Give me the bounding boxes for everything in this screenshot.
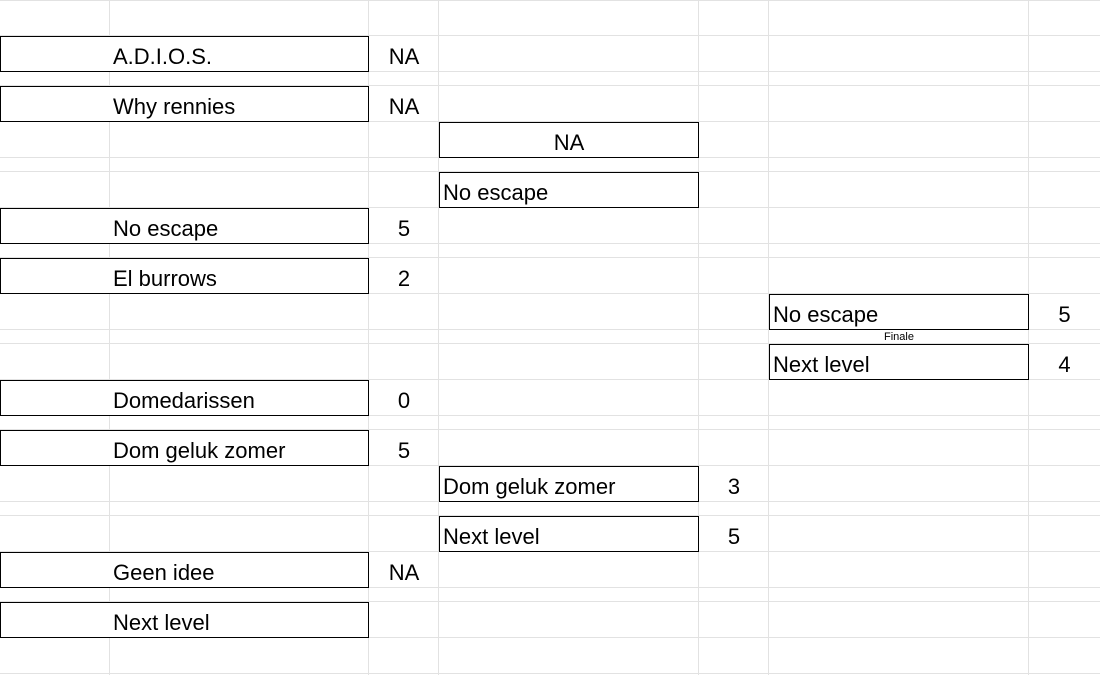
- grid-row-line-22: [0, 601, 1100, 602]
- round2-cell-no-escape[interactable]: [439, 172, 699, 208]
- round1-cell-el-burrows[interactable]: [0, 258, 369, 294]
- round1-cell-why-rennies[interactable]: [0, 86, 369, 122]
- grid-row-line-24: [0, 673, 1100, 674]
- round1-score-no-escape[interactable]: 5: [397, 216, 411, 241]
- round1-cell-domedarissen[interactable]: [0, 380, 369, 416]
- grid-row-line-11: [0, 293, 1100, 294]
- grid-row-line-7: [0, 171, 1100, 172]
- grid-row-line-12: [0, 329, 1100, 330]
- grid-column-line-5: [768, 0, 769, 675]
- grid-row-line-3: [0, 71, 1100, 72]
- round2-score-no-escape[interactable]: [699, 172, 769, 207]
- round1-score-geen-idee[interactable]: NA: [388, 560, 420, 585]
- grid-column-line-2: [368, 0, 369, 675]
- round2-score-next-level[interactable]: 5: [727, 524, 741, 549]
- round1-cell-next-level[interactable]: [0, 602, 369, 638]
- round2-team-no-escape: No escape: [443, 180, 549, 205]
- round1-team-next-level: Next level: [113, 610, 210, 635]
- grid-row-line-21: [0, 587, 1100, 588]
- final-cell-next-level[interactable]: [769, 344, 1029, 380]
- grid-row-line-16: [0, 429, 1100, 430]
- grid-row-line-4: [0, 85, 1100, 86]
- round1-score-domedarissen[interactable]: 0: [397, 388, 411, 413]
- round1-cell-geen-idee[interactable]: [0, 552, 369, 588]
- grid-column-line-3: [438, 0, 439, 675]
- final-team-no-escape: No escape: [773, 302, 879, 327]
- round1-team-domedarissen: Domedarissen: [113, 388, 255, 413]
- grid-row-line-2: [0, 35, 1100, 36]
- grid-column-line-6: [1028, 0, 1029, 675]
- final-caption: Finale: [884, 331, 914, 343]
- round2-cell-dom-geluk-zomer[interactable]: [439, 466, 699, 502]
- grid-column-line-4: [698, 0, 699, 675]
- round1-score-next-level[interactable]: [369, 602, 439, 637]
- grid-row-line-1: [0, 0, 1100, 1]
- round2-team-dom-geluk-zomer: Dom geluk zomer: [443, 474, 616, 499]
- round1-team-no-escape: No escape: [113, 216, 219, 241]
- round1-cell-dom-geluk-zomer[interactable]: [0, 430, 369, 466]
- grid-row-line-15: [0, 415, 1100, 416]
- round1-team-dom-geluk-zomer: Dom geluk zomer: [113, 438, 286, 463]
- round1-score-adios[interactable]: NA: [388, 44, 420, 69]
- grid-row-line-23: [0, 637, 1100, 638]
- round2-team-na: NA: [553, 130, 585, 155]
- grid-column-line-1: [109, 0, 110, 675]
- final-cell-no-escape[interactable]: [769, 294, 1029, 330]
- round1-cell-no-escape[interactable]: [0, 208, 369, 244]
- round1-score-dom-geluk-zomer[interactable]: 5: [397, 438, 411, 463]
- round2-cell-next-level[interactable]: [439, 516, 699, 552]
- round1-cell-adios[interactable]: [0, 36, 369, 72]
- round2-cell-na[interactable]: [439, 122, 699, 158]
- grid-row-line-5: [0, 121, 1100, 122]
- round2-score-dom-geluk-zomer[interactable]: 3: [727, 474, 741, 499]
- grid-row-line-9: [0, 243, 1100, 244]
- final-score-next-level[interactable]: 4: [1058, 352, 1071, 377]
- final-score-no-escape[interactable]: 5: [1058, 302, 1071, 327]
- round1-score-el-burrows[interactable]: 2: [397, 266, 411, 291]
- round2-score-na[interactable]: [699, 122, 769, 157]
- round1-team-why-rennies: Why rennies: [113, 94, 236, 119]
- round1-team-el-burrows: El burrows: [113, 266, 217, 291]
- grid-row-line-17: [0, 465, 1100, 466]
- grid-row-line-19: [0, 515, 1100, 516]
- round1-score-why-rennies[interactable]: NA: [388, 94, 420, 119]
- grid-row-line-10: [0, 257, 1100, 258]
- round1-team-adios: A.D.I.O.S.: [113, 44, 213, 69]
- round1-team-geen-idee: Geen idee: [113, 560, 215, 585]
- round2-team-next-level: Next level: [443, 524, 540, 549]
- grid-row-line-13: [0, 343, 1100, 344]
- final-team-next-level: Next level: [773, 352, 870, 377]
- grid-row-line-14: [0, 379, 1100, 380]
